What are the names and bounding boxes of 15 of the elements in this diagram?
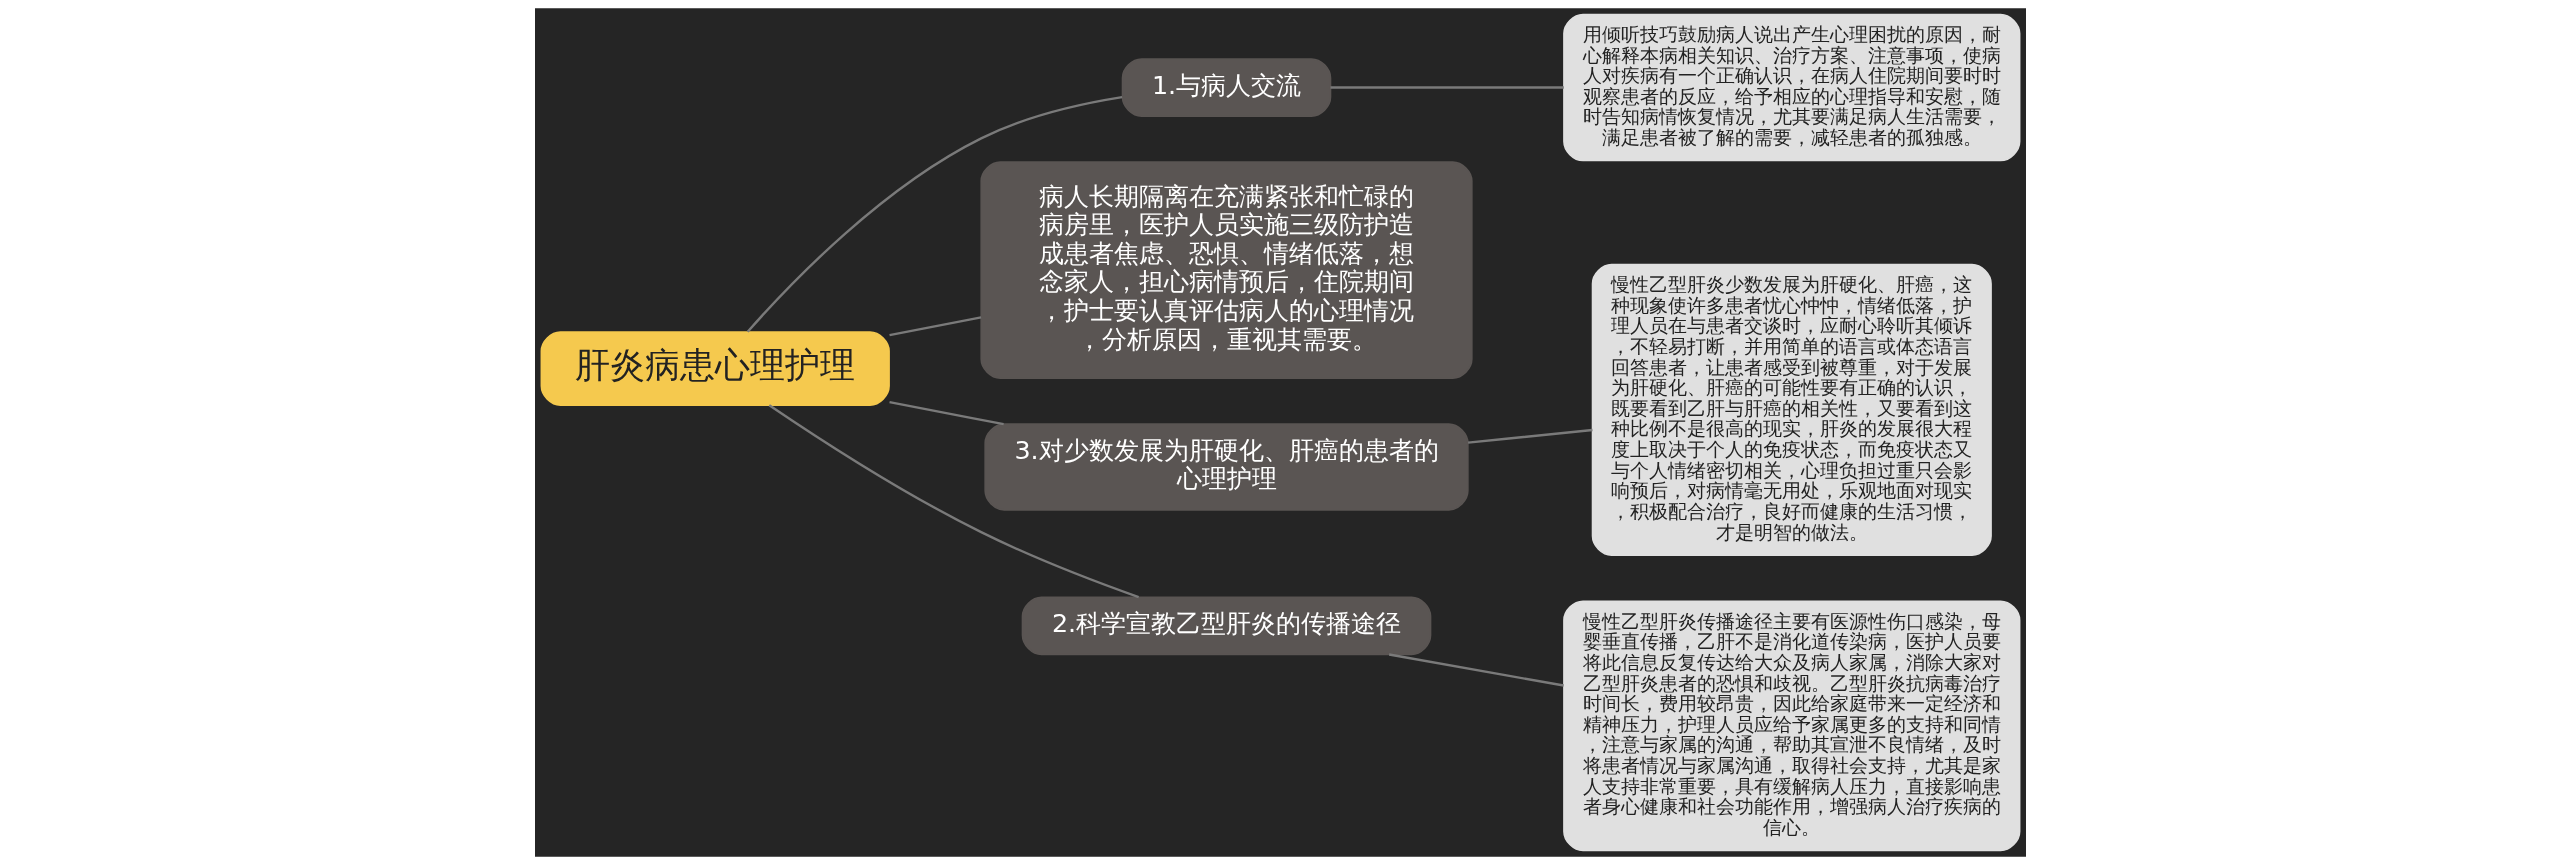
- connector: [768, 404, 1139, 599]
- connector: [1467, 428, 1593, 444]
- connector: [888, 316, 981, 337]
- node-box: 慢性乙型肝炎传播途径主要有医源性伤口感染，母婴垂直传播，乙肝不是消化道传染病，医护人员要将此信息反复传达给大众及病人家属，消除大家对乙型肝炎患者的恐惧和歧视。乙型肝炎抗病毒治疗时间长，费用较昂贵，因此给家庭带来一定经济和精神压力，护理人员应给予家属更多的支持和同情，注意与家属的沟通，帮助其宣泄不良情绪，及时将患者情况与家属沟通，取得社会支持，尤其是家人支持非常重要，具有缓解病人压力，直接影响患者身心健康和社会功能作用，增强病人治疗疾病的信心。: [1562, 600, 2020, 852]
- node-box: 1.与病人交流: [1121, 58, 1331, 117]
- node-box: 用倾听技巧鼓励病人说出产生心理困扰的原因，耐心解释本病相关知识、治疗方案、注意事项，使病人对疾病有一个正确认识，在病人住院期间要时时观察患者的反应，给予相应的心理指导和安慰，随时告知病情恢复情况，尤其要满足病人生活需要，满足患者被了解的需要，减轻患者的孤独感。: [1562, 13, 2020, 162]
- connector: [746, 95, 1122, 333]
- node-box: 慢性乙型肝炎少数发展为肝硬化、肝癌，这种现象使许多患者忧心忡忡，情绪低落，护理人员在与患者交谈时，应耐心聆听其倾诉，不轻易打断，并用简单的语言或体态语言回答患者，让患者感受到被尊重，对于发展为肝硬化、肝癌的可能性要有正确的认识，既要看到乙肝与肝癌的相关性，又要看到这种比例不是很高的现实，肝炎的发展很大程度上取决于个人的免疫状态，而免疫状态又与个人情绪密切相关，心理负担过重只会影响预后，对病情毫无用处，乐观地面对现实，积极配合治疗，良好而健康的生活习惯，才是明智的做法。: [1591, 263, 1992, 556]
- node-box: 3.对少数发展为肝硬化、肝癌的患者的心理护理: [983, 423, 1469, 511]
- node-box: 2.科学宣教乙型肝炎的传播途径: [1021, 596, 1431, 656]
- node-box: 肝炎病患心理护理: [540, 331, 890, 406]
- connector: [1388, 653, 1564, 687]
- connector: [1330, 86, 1564, 89]
- node-box: 病人长期隔离在充满紧张和忙碌的病房里，医护人员实施三级防护造成患者焦虑、恐惧、情绪低落，想念家人，担心病情预后，住院期间，护士要认真评估病人的心理情况，分析原因，重视其需要。: [979, 161, 1473, 379]
- connector: [888, 400, 1004, 426]
